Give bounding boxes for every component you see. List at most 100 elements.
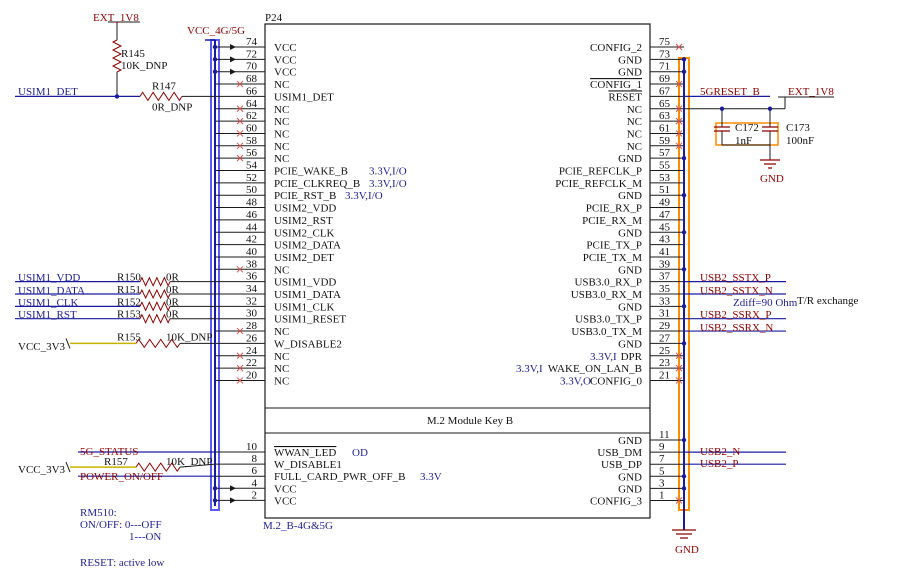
left-pin-name: NC: [274, 351, 289, 363]
left-pin-number: 52: [246, 172, 257, 184]
left-pin-name: USIM1_DATA: [274, 289, 341, 301]
junction-dot: [212, 498, 218, 503]
nc-marker: [236, 352, 244, 360]
nc-marker: [675, 80, 683, 88]
vcc3v3-flag-a: [65, 338, 71, 349]
junction-dot: [719, 106, 725, 111]
right-pin-number: 37: [659, 271, 671, 283]
left-pin-number: 30: [246, 308, 258, 320]
right-pin-number: 43: [659, 234, 671, 246]
right-pin-number: 35: [659, 283, 671, 295]
vcc-arrow: [230, 497, 236, 504]
component-ref: R150: [117, 272, 141, 284]
r147-zigzag: [139, 91, 183, 102]
net-usim1-clk: USIM1_CLK: [18, 297, 79, 309]
component-value: 0R: [166, 284, 180, 296]
right-pin-name: GND: [618, 483, 642, 495]
right-pin-name: GND: [618, 435, 642, 447]
left-pin-name: NC: [274, 128, 289, 140]
component-value: 10K_DNP: [121, 60, 167, 72]
cap-gnd-symbol: [760, 159, 780, 169]
left-pin-number: 74: [246, 36, 258, 48]
nc-marker: [236, 80, 244, 88]
left-pin-note: 3.3V,I/O: [345, 190, 383, 202]
left-pin-number: 44: [246, 221, 258, 233]
right-pin-number: 57: [659, 147, 671, 159]
right-pin-name: USB3.0_RX_M: [571, 289, 642, 301]
net-sstx-p: USB2_SSTX_P: [700, 272, 771, 284]
component-ref: R147: [152, 80, 176, 92]
right-pin-number: 31: [659, 308, 670, 320]
nc-marker: [675, 352, 683, 360]
right-pin-number: 75: [659, 36, 671, 48]
right-pin-number: 49: [659, 197, 671, 209]
right-pin-name: PCIE_REFCLK_M: [555, 178, 642, 190]
right-pin-name: NC: [627, 128, 642, 140]
left-pin-number: 46: [246, 209, 258, 221]
junction-dot: [212, 44, 218, 50]
net-vcc-3v3-b: VCC_3V3: [18, 464, 66, 476]
r157-to-pin: [179, 463, 216, 468]
left-pin-name: USIM2_RST: [274, 215, 333, 227]
left-pin-number: 36: [246, 271, 258, 283]
zdiff-note: Zdiff=90 Ohm: [733, 297, 798, 309]
tr-exchange-note: T/R exchange: [797, 295, 859, 307]
left-pin-number: 56: [246, 147, 258, 159]
nc-marker: [675, 377, 683, 384]
left-pin-number: 8: [252, 453, 258, 465]
wiring: [15, 21, 834, 539]
nc-marker: [236, 105, 244, 113]
right-pin-name: PCIE_TX_M: [583, 252, 643, 264]
left-pin-number: 70: [246, 61, 258, 73]
r151-zigzag: [139, 288, 171, 300]
reset-note: RESET: active low: [80, 557, 164, 569]
r155-zigzag: [135, 338, 181, 349]
left-pin-number: 42: [246, 234, 257, 246]
right-pin-number: 71: [659, 61, 670, 73]
right-pin-number: 3: [659, 477, 665, 489]
left-pin-name: USIM1_CLK: [274, 301, 335, 313]
junction-dot: [681, 437, 687, 443]
nc-marker: [236, 117, 244, 125]
left-pin-name: USIM1_RESET: [274, 314, 346, 326]
right-pin-number: 69: [659, 73, 671, 85]
left-pin-number: 34: [246, 283, 258, 295]
right-pin-number: 41: [659, 246, 670, 258]
left-pin-number: 2: [252, 489, 258, 501]
left-pin-name: USIM1_DET: [274, 91, 334, 103]
right-pin-name: WAKE_ON_LAN_B: [548, 363, 642, 375]
right-pin-number: 53: [659, 172, 671, 184]
right-pin-name: GND: [618, 190, 642, 202]
nc-marker: [236, 327, 244, 335]
component-ref: R153: [117, 309, 141, 321]
net-sstx-n: USB2_SSTX_N: [700, 285, 773, 297]
junction-dot: [212, 69, 218, 74]
vcc3v3-flag-b: [65, 461, 71, 473]
right-pin-number: 73: [659, 48, 671, 60]
left-pin-number: 24: [246, 345, 258, 357]
right-pin-number: 63: [659, 110, 671, 122]
gnd-symbol: [672, 529, 696, 539]
m2-body: [264, 23, 651, 519]
junction-dot: [767, 106, 773, 111]
right-pin-name: GND: [618, 153, 642, 165]
nc-marker: [675, 117, 683, 125]
left-pin-name: USIM1_VDD: [274, 277, 336, 289]
right-pin-name: NC: [627, 141, 642, 153]
right-pin-number: 45: [659, 221, 671, 233]
left-pin-number: 10: [246, 441, 258, 453]
left-pin-number: 38: [246, 258, 258, 270]
left-pin-note: OD: [352, 447, 368, 459]
left-pin-number: 54: [246, 160, 258, 172]
right-pin-name: RESET: [608, 91, 642, 103]
net-usim1-data: USIM1_DATA: [18, 285, 85, 297]
left-pin-number: 66: [246, 85, 258, 97]
net-usim1-det: USIM1_DET: [18, 86, 78, 98]
right-pin-number: 5: [659, 465, 665, 477]
left-pin-name: VCC: [274, 495, 297, 507]
net-ssrx-p: USB2_SSRX_P: [700, 309, 772, 321]
c172-plates: [714, 126, 730, 132]
left-pin-number: 72: [246, 48, 257, 60]
right-pin-name: USB3.0_RX_P: [574, 277, 642, 289]
